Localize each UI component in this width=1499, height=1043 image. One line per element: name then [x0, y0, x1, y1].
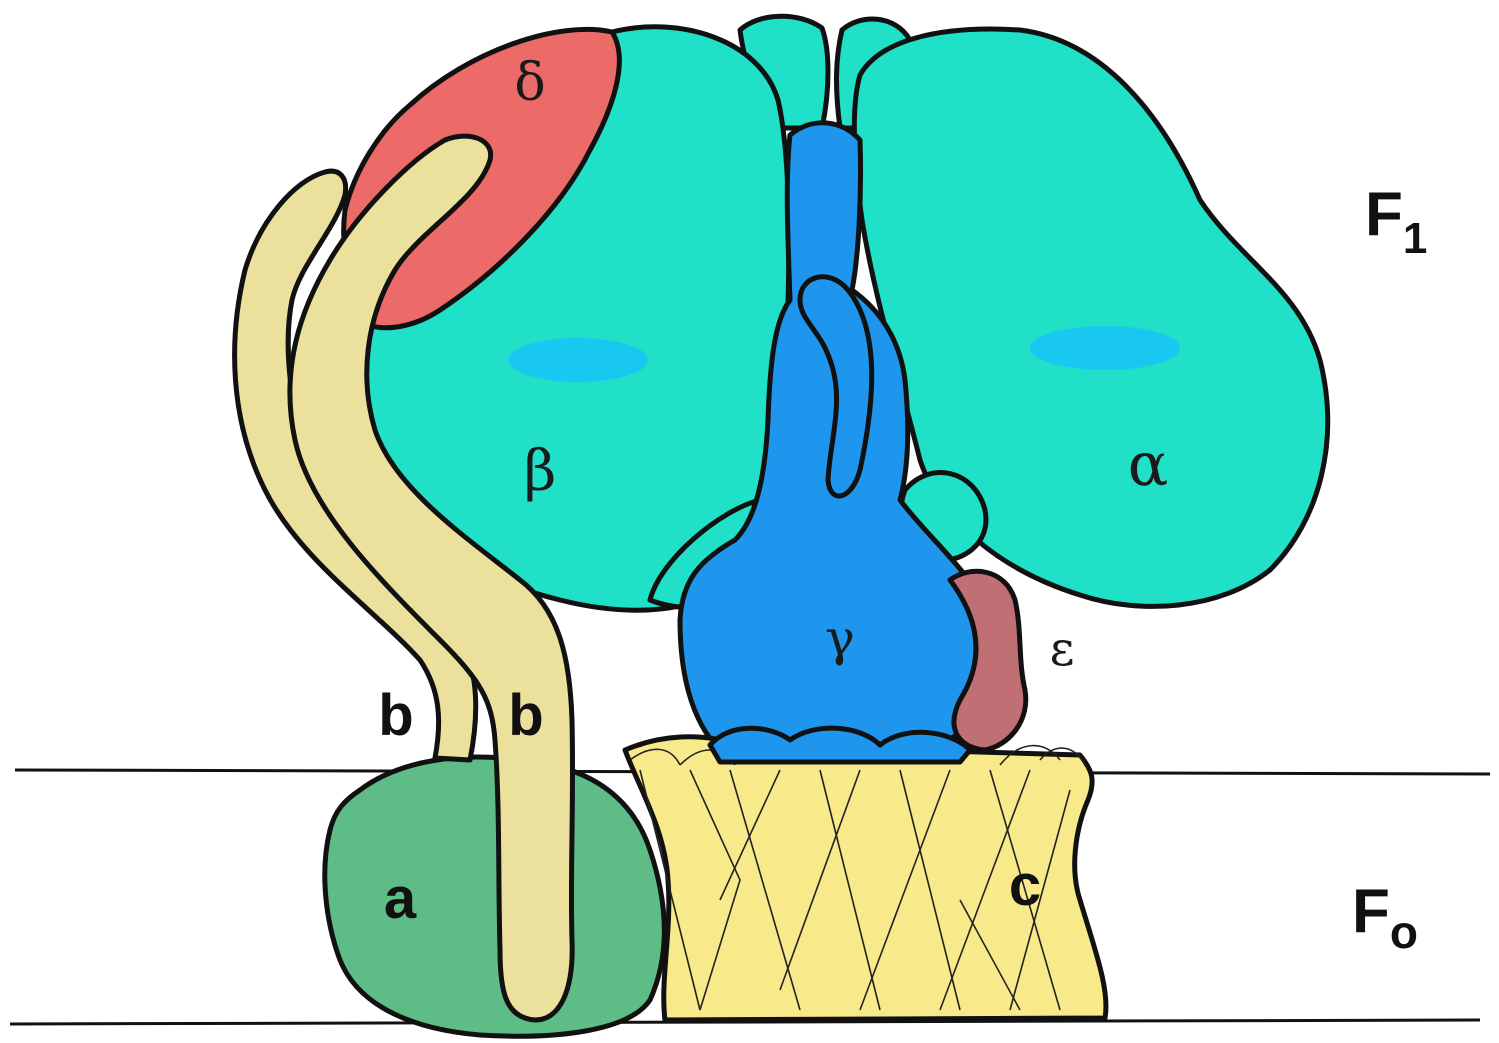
beta-site-spot — [508, 338, 648, 382]
label-fo-subscript: o — [1390, 906, 1418, 958]
label-b-left: b — [378, 683, 413, 748]
label-alpha: α — [1128, 430, 1169, 500]
label-fo-letter: F — [1352, 877, 1390, 946]
label-f1-subscript: 1 — [1403, 214, 1427, 263]
alpha-site-spot — [1030, 326, 1180, 370]
gamma-foot — [710, 728, 970, 762]
label-fo: Fo — [1352, 877, 1418, 958]
label-c: c — [1009, 853, 1041, 918]
label-f1-letter: F — [1365, 180, 1403, 249]
label-a: a — [384, 866, 417, 931]
label-f1: F1 — [1365, 180, 1427, 263]
label-delta: δ — [514, 53, 545, 113]
label-beta: β — [524, 439, 556, 504]
label-b-right: b — [508, 683, 543, 748]
label-gamma: γ — [825, 609, 855, 667]
label-epsilon: ε — [1050, 621, 1075, 677]
subunit-a — [325, 757, 664, 1036]
